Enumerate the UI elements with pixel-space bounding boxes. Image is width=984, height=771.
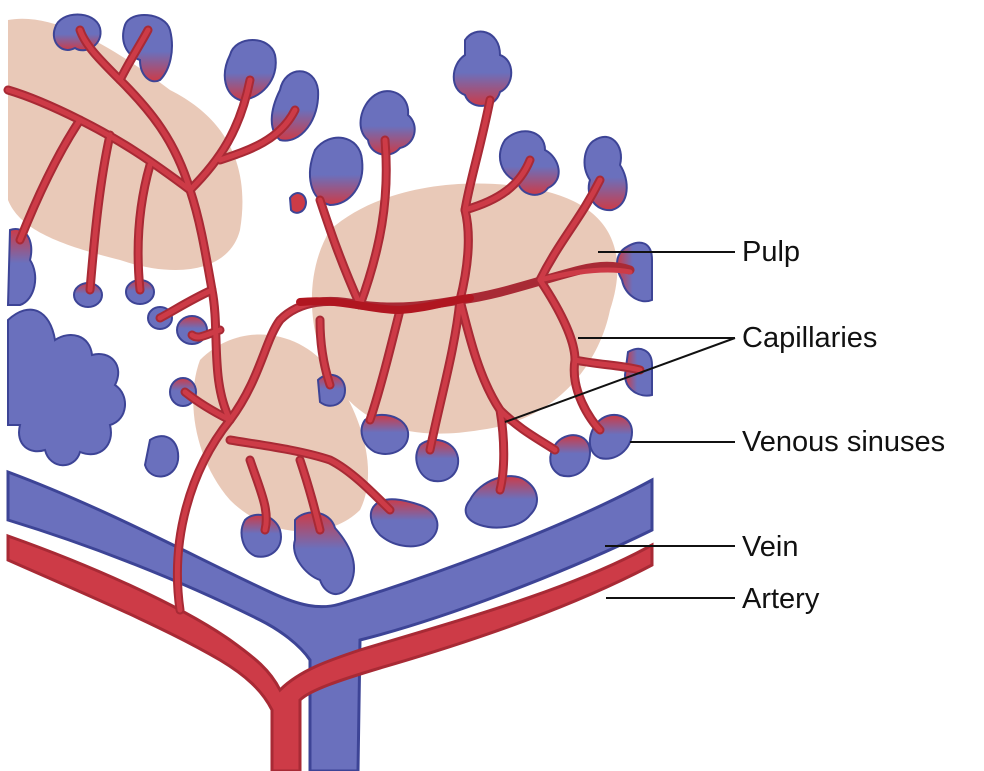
vein-vessel [6, 469, 654, 771]
capillaries-label: Capillaries [742, 322, 878, 354]
vein-label: Vein [742, 531, 799, 563]
artery-label: Artery [742, 583, 820, 615]
venous-sinus-cluster [6, 228, 208, 478]
pulp-label: Pulp [742, 236, 801, 268]
venous-sinuses-label: Venous sinuses [742, 426, 946, 458]
artery-vessel [6, 533, 654, 771]
leader-lines [504, 251, 736, 599]
capillaries-leader-lower [504, 337, 736, 423]
capillary-network [3, 25, 645, 615]
central-capillary [296, 294, 474, 314]
